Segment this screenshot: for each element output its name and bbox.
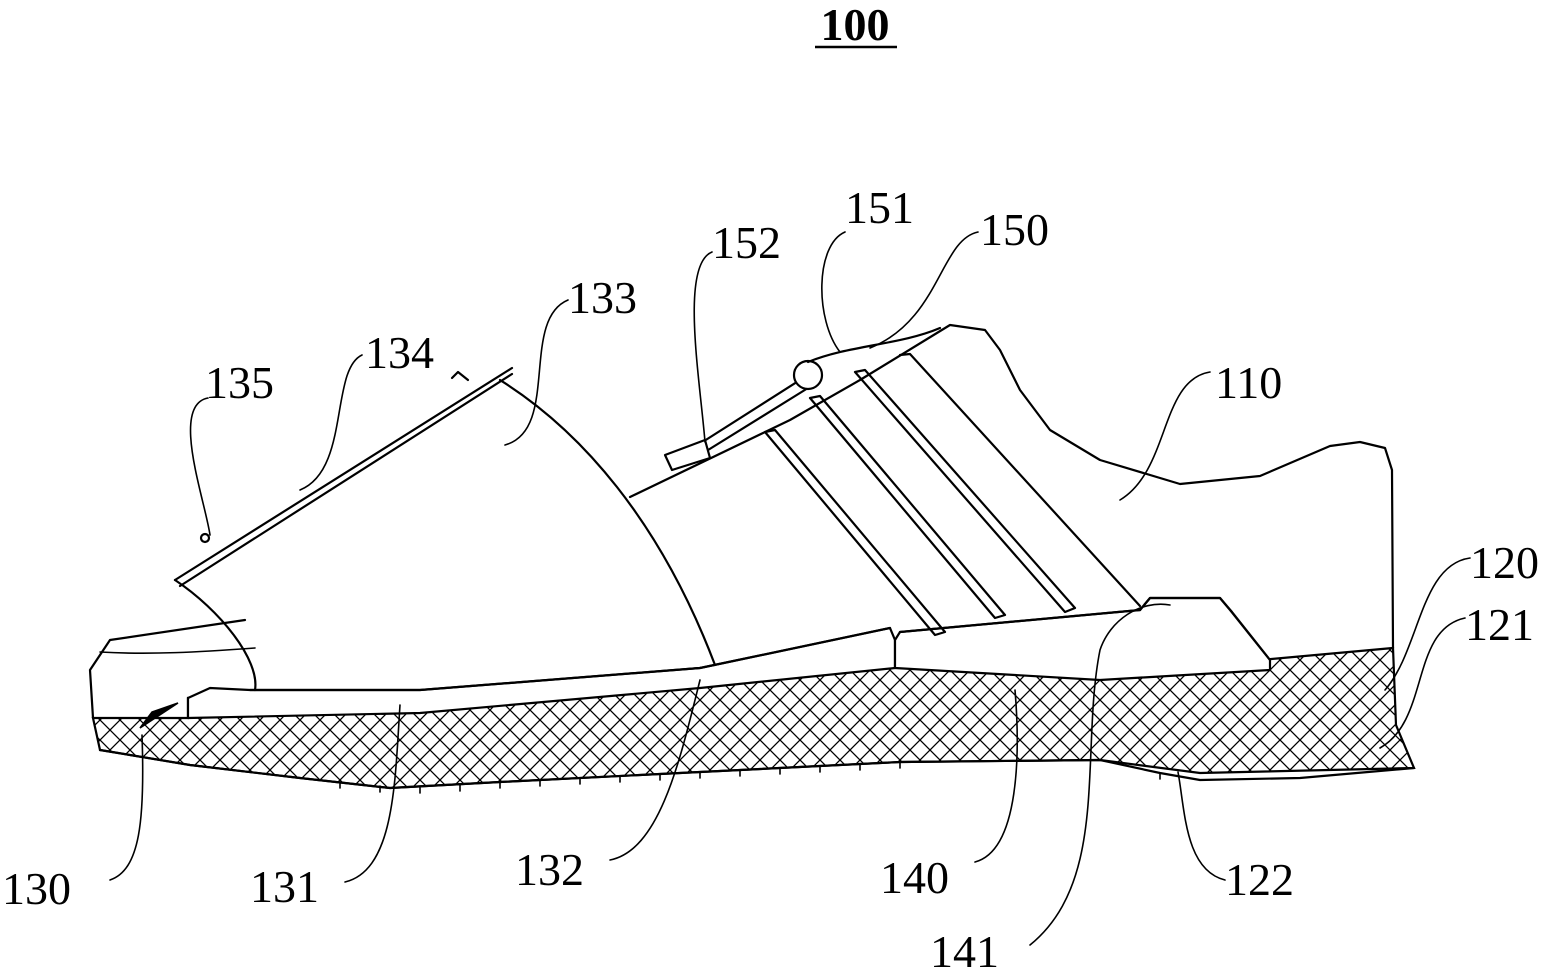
rear-plate-140 (895, 598, 1270, 680)
toe-line (100, 648, 255, 653)
label-150: 150 (980, 204, 1049, 255)
label-121: 121 (1465, 599, 1534, 650)
label-151: 151 (845, 182, 914, 233)
label-132: 132 (515, 844, 584, 895)
label-120: 120 (1470, 537, 1539, 588)
label-140: 140 (880, 852, 949, 903)
label-122: 122 (1225, 854, 1294, 905)
label-130: 130 (2, 863, 71, 914)
label-131: 131 (250, 861, 319, 912)
side-stripes (765, 354, 1140, 635)
lace-buckle (665, 328, 940, 470)
figure-title: 100 (821, 0, 890, 50)
label-110: 110 (1215, 357, 1282, 408)
lace-knob-151 (794, 361, 822, 389)
label-152: 152 (712, 217, 781, 268)
reference-labels: 110 120 121 122 130 131 132 133 134 135 … (2, 182, 1539, 972)
tongue-133 (175, 380, 715, 690)
label-141: 141 (930, 926, 999, 972)
label-133: 133 (568, 272, 637, 323)
lace-tab-152 (665, 440, 710, 470)
label-135: 135 (205, 357, 274, 408)
label-134: 134 (365, 327, 434, 378)
leader-lines (110, 232, 1470, 945)
